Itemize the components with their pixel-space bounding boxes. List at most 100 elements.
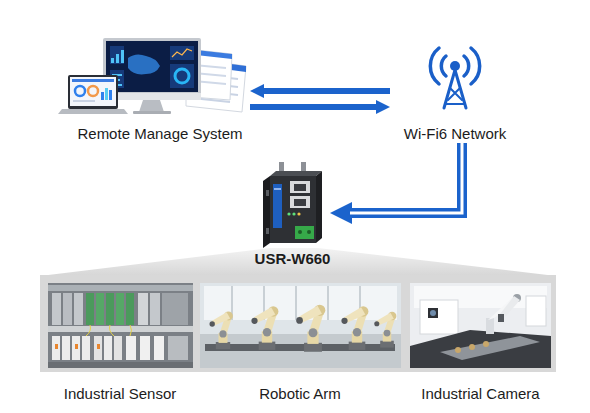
node-label: Robotic Arm bbox=[259, 385, 341, 403]
edge-group bbox=[250, 91, 462, 213]
remote-system-illustration bbox=[101, 92, 104, 100]
remote-system-illustration bbox=[116, 54, 119, 63]
camera-photo bbox=[430, 310, 436, 316]
remote-system-illustration bbox=[75, 86, 85, 96]
sensor-photo bbox=[48, 283, 193, 368]
system-node: Remote Manage System bbox=[70, 35, 250, 143]
router-device bbox=[307, 230, 311, 234]
router-device bbox=[270, 176, 316, 243]
robotic-arm-photo bbox=[204, 286, 397, 320]
zoom-projection bbox=[40, 248, 556, 276]
wifi-tower-icon bbox=[450, 61, 460, 71]
robot-arm bbox=[210, 311, 233, 349]
wifi-tower-icon bbox=[430, 48, 479, 108]
remote-system-illustration bbox=[73, 100, 95, 102]
sensor-photo bbox=[154, 336, 164, 360]
sensor-photo bbox=[116, 293, 124, 325]
robot-arm bbox=[251, 306, 278, 350]
scene-node: Industrial Sensor bbox=[47, 281, 193, 403]
remote-system-illustration bbox=[58, 38, 246, 114]
node-label: Remote Manage System bbox=[77, 125, 242, 143]
remote-system-illustration bbox=[105, 88, 108, 100]
flow-arrow bbox=[340, 143, 462, 213]
router-device bbox=[294, 184, 306, 191]
sensor-photo bbox=[55, 344, 58, 349]
wifi-tower-icon bbox=[444, 70, 466, 108]
remote-system-illustration bbox=[88, 86, 98, 96]
node-label: USR-W660 bbox=[255, 250, 331, 268]
sensor-photo bbox=[96, 293, 104, 325]
robot-arm bbox=[341, 306, 368, 350]
remote-system-illustration bbox=[170, 46, 194, 60]
flow-arrow bbox=[250, 104, 384, 110]
router-device bbox=[266, 190, 269, 196]
router-device bbox=[287, 212, 290, 215]
sensor-photo bbox=[48, 283, 193, 368]
sensor-photo bbox=[168, 336, 188, 360]
router-device bbox=[292, 212, 295, 215]
camera-photo bbox=[469, 344, 475, 350]
remote-system-illustration bbox=[109, 90, 112, 100]
sensor-photo bbox=[126, 336, 136, 360]
double-line-gap bbox=[350, 143, 462, 213]
camera-photo bbox=[500, 296, 520, 316]
router-device bbox=[290, 196, 310, 208]
remote-system-illustration bbox=[110, 46, 124, 64]
sensor-photo bbox=[97, 344, 100, 349]
sensor-photo bbox=[82, 336, 90, 360]
wifi-tower-icon bbox=[464, 56, 469, 76]
sensor-photo bbox=[72, 336, 80, 360]
node-label: Industrial Sensor bbox=[64, 385, 177, 403]
router-device bbox=[294, 199, 306, 206]
sensor-photo bbox=[75, 344, 78, 349]
scene-node: Industrial Camera bbox=[409, 281, 552, 403]
sensor-photo bbox=[63, 293, 72, 325]
sensor-photo bbox=[48, 362, 193, 368]
camera-photo bbox=[498, 314, 504, 322]
remote-system-illustration bbox=[175, 69, 189, 83]
remote-system-illustration bbox=[68, 75, 118, 109]
sensor-photo bbox=[138, 293, 148, 325]
remote-system-illustration bbox=[121, 50, 124, 63]
flow-arrow bbox=[256, 88, 390, 94]
camera-photo bbox=[440, 336, 540, 360]
sensor-photo bbox=[52, 336, 60, 360]
sensor-photo bbox=[74, 293, 83, 325]
sensor-photo bbox=[126, 293, 134, 325]
sensor-photo bbox=[94, 336, 102, 360]
robotic-arm-photo bbox=[200, 283, 401, 368]
router-device bbox=[290, 181, 310, 193]
robotic-arm-photo bbox=[205, 344, 395, 351]
router-device bbox=[273, 184, 282, 228]
sensor-photo bbox=[86, 293, 94, 325]
router-device bbox=[298, 230, 302, 234]
remote-system-illustration bbox=[172, 49, 192, 57]
sensor-photo bbox=[114, 336, 122, 360]
sensor-photo bbox=[52, 293, 61, 325]
router-device bbox=[295, 226, 314, 239]
wifi-tower-icon bbox=[441, 56, 446, 76]
sensor-photo bbox=[140, 336, 150, 360]
camera-photo bbox=[428, 308, 438, 318]
robotic-arm-photo bbox=[327, 286, 329, 320]
scene-node: Robotic Arm bbox=[199, 281, 401, 403]
robotic-arm-photo bbox=[295, 286, 297, 320]
router-device bbox=[274, 188, 281, 190]
sensor-photo bbox=[150, 293, 160, 325]
camera-photo bbox=[455, 347, 461, 353]
zoom-projection bbox=[40, 248, 556, 372]
robotic-arm-photo bbox=[200, 283, 401, 368]
wifi-tower-icon bbox=[471, 48, 480, 84]
camera-photo bbox=[420, 300, 458, 334]
sensor-photo bbox=[86, 325, 132, 336]
remote-system-illustration bbox=[170, 64, 194, 88]
node-label: Industrial Camera bbox=[421, 385, 539, 403]
camera-photo bbox=[483, 341, 489, 347]
router-device bbox=[263, 176, 270, 248]
zoom-projection bbox=[40, 275, 556, 372]
node-label: Wi-Fi6 Network bbox=[404, 125, 507, 143]
remote-system-illustration bbox=[58, 109, 128, 114]
sensor-photo bbox=[104, 336, 112, 360]
sensor-photo bbox=[62, 336, 70, 360]
